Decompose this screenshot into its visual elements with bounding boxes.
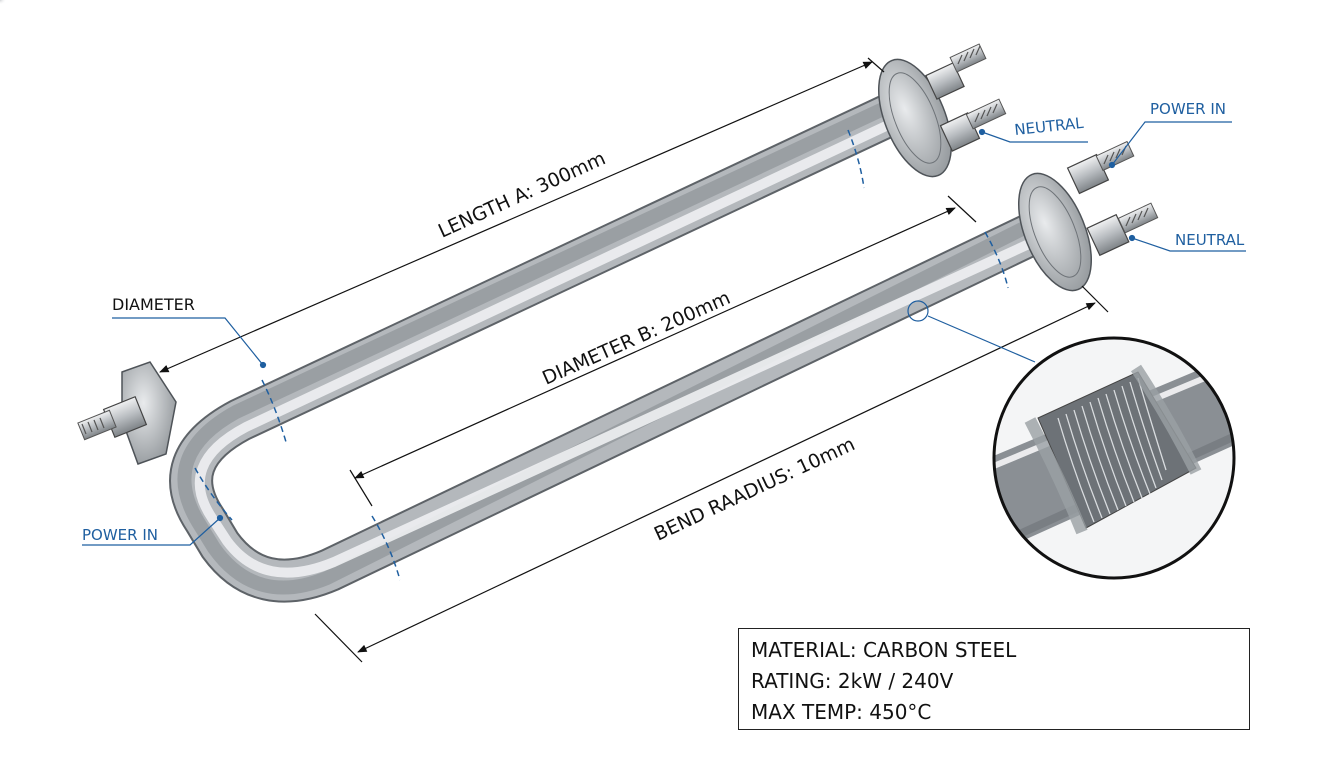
neutral-right-callout: NEUTRAL — [1175, 231, 1245, 249]
power-in-left-callout: POWER IN — [82, 526, 158, 544]
coil-winding — [1057, 377, 1167, 523]
length-a-dimension-line — [159, 61, 873, 373]
dimension-lines — [159, 57, 1109, 663]
terminal-right — [1018, 140, 1159, 292]
spec-rating: RATING: 2kW / 240V — [751, 669, 954, 693]
zoom-detail — [992, 336, 1236, 580]
neutral-top-callout: NEUTRAL — [1014, 114, 1085, 139]
power-in-right-callout: POWER IN — [1150, 100, 1226, 118]
corner-shade — [0, 0, 80, 60]
callout-leaders — [82, 121, 1246, 546]
spec-max-temp: MAX TEMP: 450°C — [751, 700, 932, 724]
length-a-label: LENGTH A: 300mm — [435, 147, 609, 242]
spec-material: MATERIAL: CARBON STEEL — [751, 638, 1017, 662]
terminal-left — [77, 361, 177, 465]
spec-box: MATERIAL: CARBON STEEL RATING: 2kW / 240… — [738, 628, 1250, 730]
diameter-callout: DIAMETER — [112, 295, 195, 314]
bend-radius-dimension-line — [357, 302, 1096, 653]
terminal-top — [878, 43, 1007, 178]
bend-radius-label: BEND RAADIUS: 10mm — [651, 433, 859, 545]
u-tube — [169, 90, 1050, 603]
